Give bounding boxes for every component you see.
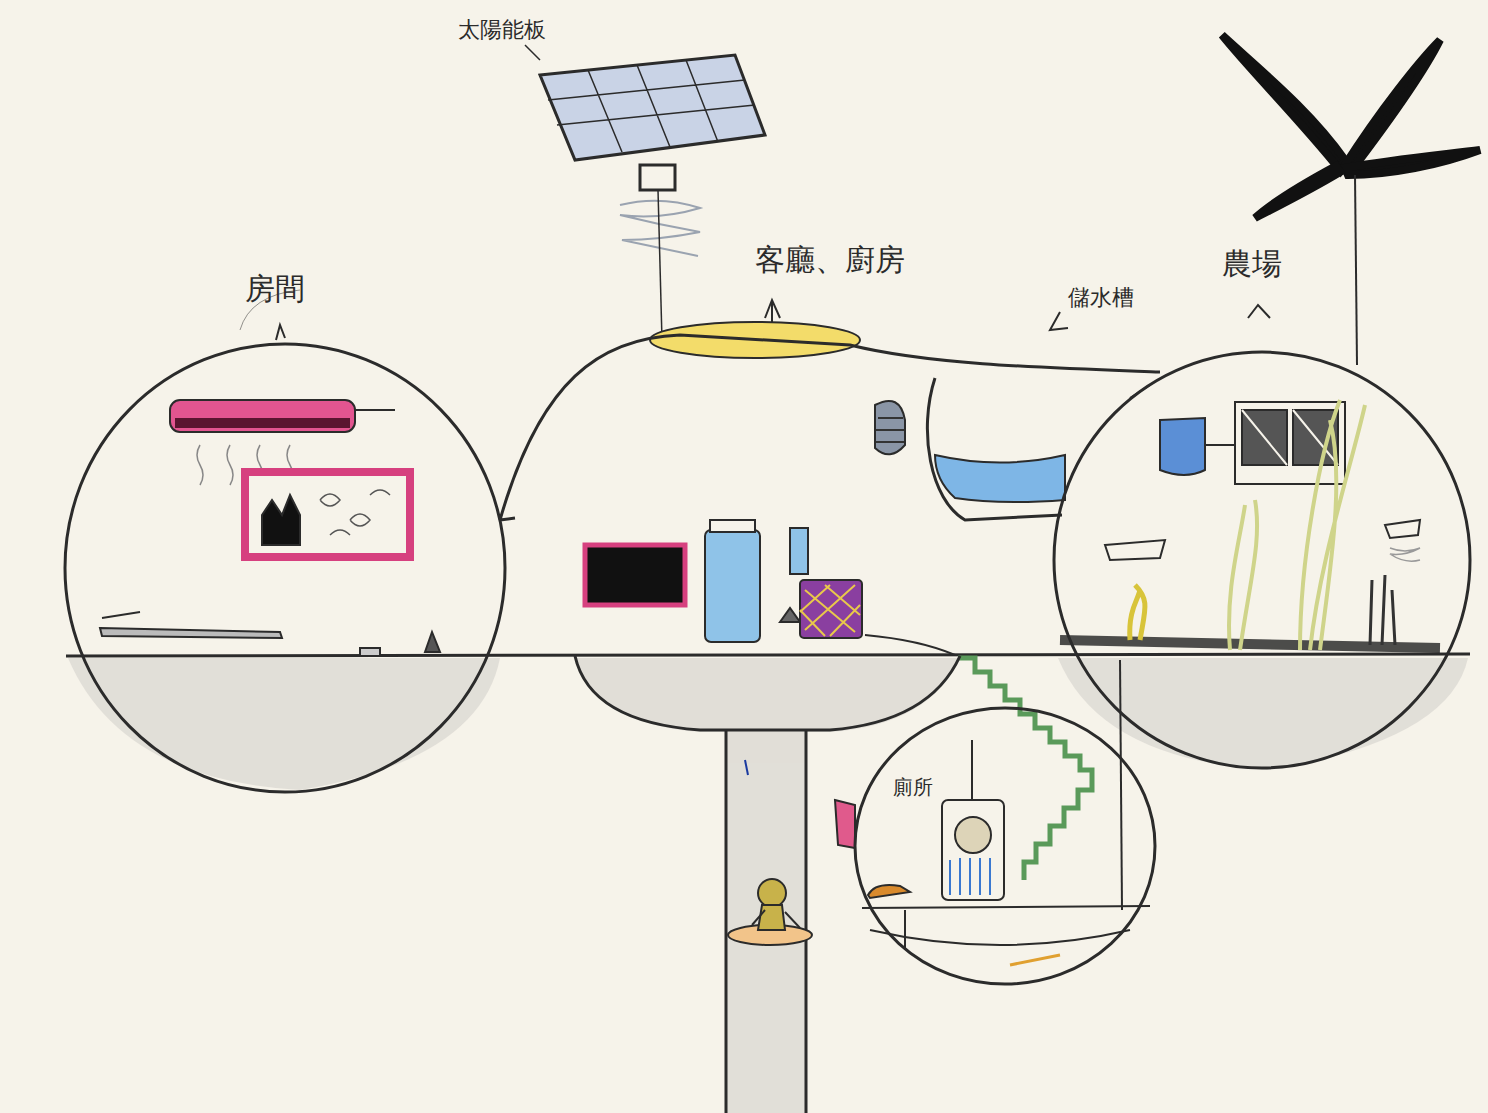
drawing-stroke — [245, 472, 410, 557]
ground-shading — [68, 658, 1468, 1113]
drawing-stroke — [1229, 400, 1365, 650]
water-tank — [875, 385, 1150, 502]
part-label: 儲水槽 — [1068, 286, 1134, 310]
drawing-stroke — [752, 910, 800, 928]
room-outline: 農場 — [1050, 240, 1480, 780]
drawing-stroke — [1355, 175, 1357, 365]
drawing-stroke — [425, 632, 440, 652]
drawing-stroke — [745, 760, 748, 775]
drawing-stroke — [170, 400, 355, 432]
drawing-stroke — [1248, 305, 1270, 318]
drawing-stroke — [500, 335, 1160, 520]
drawing-stroke — [1205, 444, 1235, 446]
room-label: 客廳、廚房 — [755, 243, 905, 276]
drawing-stroke — [1130, 585, 1145, 640]
drawing-stroke — [1222, 35, 1345, 170]
drawing-stroke — [800, 585, 860, 636]
drawing-stroke — [726, 730, 806, 1113]
room-label: 房間 — [245, 272, 305, 305]
toilet-interior — [835, 740, 1150, 965]
drawing-stroke — [1390, 548, 1420, 561]
drawing-stroke — [548, 60, 755, 152]
room-outline: 房間 — [60, 270, 510, 800]
drawing-stroke — [68, 658, 500, 790]
drawing-stroke — [262, 495, 300, 545]
drawing-stroke — [1345, 150, 1480, 175]
drawing-stroke — [855, 708, 1155, 984]
part-label: 太陽能板 — [458, 18, 546, 42]
room-label: 農場 — [1222, 247, 1282, 280]
drawing-stroke — [862, 906, 1150, 908]
drawing-stroke — [950, 858, 990, 895]
drawing-stroke — [800, 580, 862, 638]
drawing-stroke — [320, 490, 390, 535]
farm-interior — [1105, 400, 1420, 650]
drawing-stroke — [875, 401, 905, 454]
drawing-stroke — [66, 654, 1470, 656]
drawing-stroke — [790, 528, 808, 574]
drawing-stroke — [1370, 575, 1395, 645]
drawing-stroke — [575, 658, 960, 732]
drawing-stroke — [870, 930, 1130, 945]
drawing-stroke — [1385, 520, 1420, 538]
drawing-stroke — [942, 800, 1004, 900]
elevator — [728, 760, 812, 945]
floor-line — [66, 640, 1470, 1113]
drawing-stroke — [658, 190, 662, 340]
drawing-stroke — [780, 608, 800, 622]
drawing-stroke — [805, 730, 808, 1113]
drawing-stroke — [355, 409, 395, 411]
drawing-stroke — [725, 730, 728, 1113]
drawing-stroke — [1120, 660, 1122, 910]
drawing-stroke — [1160, 418, 1205, 475]
drawing-stroke — [1010, 955, 1060, 965]
room-shape — [850, 705, 1160, 990]
drawing-stroke — [835, 800, 855, 848]
drawing-stroke — [971, 740, 973, 800]
room-shape — [1050, 240, 1480, 780]
drawing-stroke — [1345, 40, 1440, 170]
room-outline: 廁所 — [850, 705, 1160, 990]
drawing-stroke — [1050, 312, 1068, 330]
drawing-stroke — [865, 635, 955, 655]
room-shape — [60, 270, 510, 800]
drawing-stroke — [955, 817, 991, 853]
drawing-stroke — [540, 55, 765, 160]
room-label: 廁所 — [893, 776, 933, 798]
drawing-stroke — [585, 545, 685, 605]
drawing-stroke — [100, 628, 282, 638]
drawing-stroke — [175, 418, 350, 428]
kitchen-furniture — [585, 322, 955, 655]
room-furniture — [100, 400, 440, 656]
drawing-stroke — [705, 530, 760, 642]
drawing-stroke — [276, 325, 285, 340]
drawing-stroke — [935, 455, 1065, 502]
drawing-stroke — [1255, 166, 1340, 218]
drawing-stroke — [868, 885, 910, 898]
solar-panel — [525, 45, 765, 340]
drawing-stroke — [1105, 540, 1165, 560]
wind-turbine — [1222, 35, 1480, 365]
drawing-stroke — [575, 656, 960, 730]
drawing-stroke — [1235, 402, 1345, 484]
drawing-stroke — [102, 612, 140, 618]
drawing-stroke — [710, 520, 755, 532]
drawing-stroke — [758, 905, 785, 930]
drawing-stroke — [65, 344, 505, 792]
drawing-stroke — [640, 165, 675, 190]
drawing-stroke — [360, 648, 380, 656]
drawing-stroke — [1054, 352, 1470, 768]
drawing-stroke — [904, 910, 906, 950]
drawing-stroke — [876, 418, 904, 442]
drawing-stroke — [525, 45, 540, 60]
drawing-stroke — [758, 879, 786, 907]
drawing-stroke — [765, 300, 780, 322]
